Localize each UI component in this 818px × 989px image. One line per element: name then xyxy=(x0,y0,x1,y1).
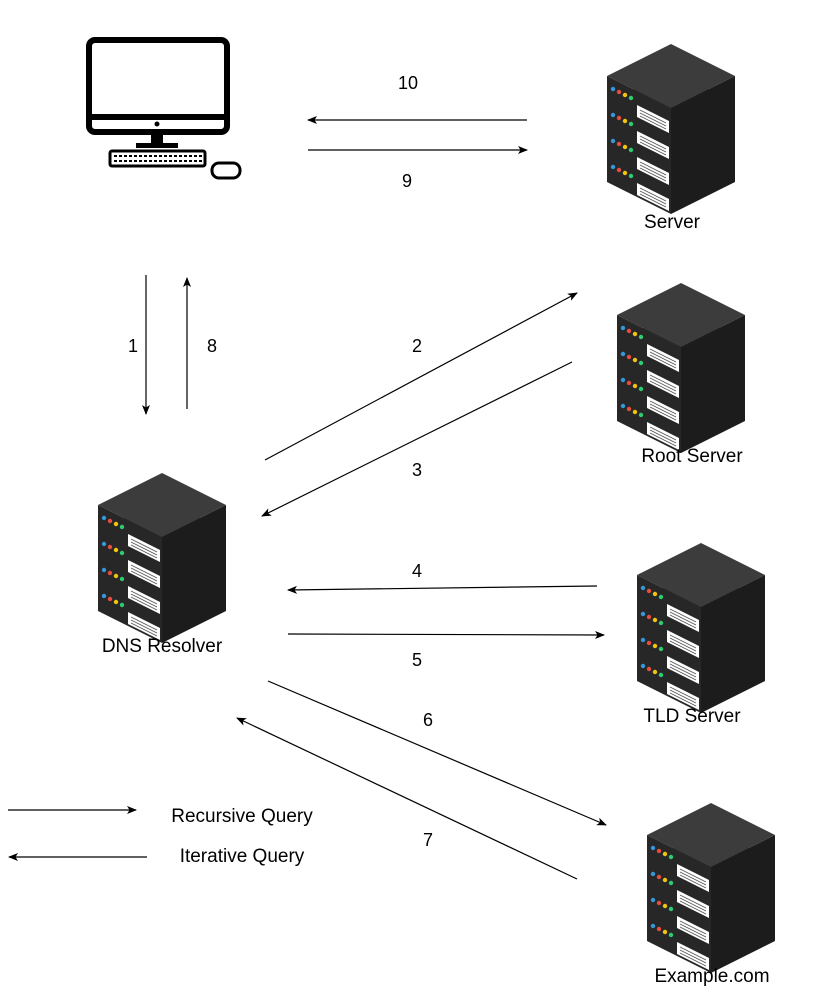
server-icon xyxy=(647,803,775,973)
step-label-5: 5 xyxy=(412,650,422,670)
server-icon xyxy=(637,543,765,713)
arrow-step-5 xyxy=(287,630,605,639)
example-server-label: Example.com xyxy=(654,966,769,987)
arrow-step-4 xyxy=(287,585,598,594)
root-server-label: Root Server xyxy=(641,446,743,467)
step-label-4: 4 xyxy=(412,561,422,581)
step-label-6: 6 xyxy=(423,710,433,730)
tld-server-node: TLD Server xyxy=(637,543,765,727)
server-icon xyxy=(607,44,735,214)
arrow-step-6 xyxy=(267,680,607,826)
step-label-8: 8 xyxy=(207,336,217,356)
root-server-node: Root Server xyxy=(617,283,745,467)
arrow-step-7 xyxy=(236,717,578,880)
computer-icon xyxy=(86,37,242,180)
step-label-10: 10 xyxy=(398,73,418,93)
arrow-step-2 xyxy=(264,292,578,461)
tld-server-label: TLD Server xyxy=(643,706,741,727)
legend-recursive-label: Recursive Query xyxy=(171,806,313,827)
dns-resolver-label: DNS Resolver xyxy=(102,636,223,657)
step-label-3: 3 xyxy=(412,460,422,480)
server-node: Server xyxy=(607,44,735,233)
step-label-1: 1 xyxy=(128,336,138,356)
legend: Recursive Query Iterative Query xyxy=(8,806,313,867)
step-label-2: 2 xyxy=(412,336,422,356)
legend-iterative-label: Iterative Query xyxy=(180,846,305,867)
arrow-step-3 xyxy=(261,361,573,517)
server-icon xyxy=(617,283,745,453)
server-label: Server xyxy=(644,212,701,233)
server-icon xyxy=(98,473,226,643)
example-server-node: Example.com xyxy=(647,803,775,987)
dns-resolver-node: DNS Resolver xyxy=(98,473,226,657)
step-label-7: 7 xyxy=(423,830,433,850)
step-label-9: 9 xyxy=(402,171,412,191)
